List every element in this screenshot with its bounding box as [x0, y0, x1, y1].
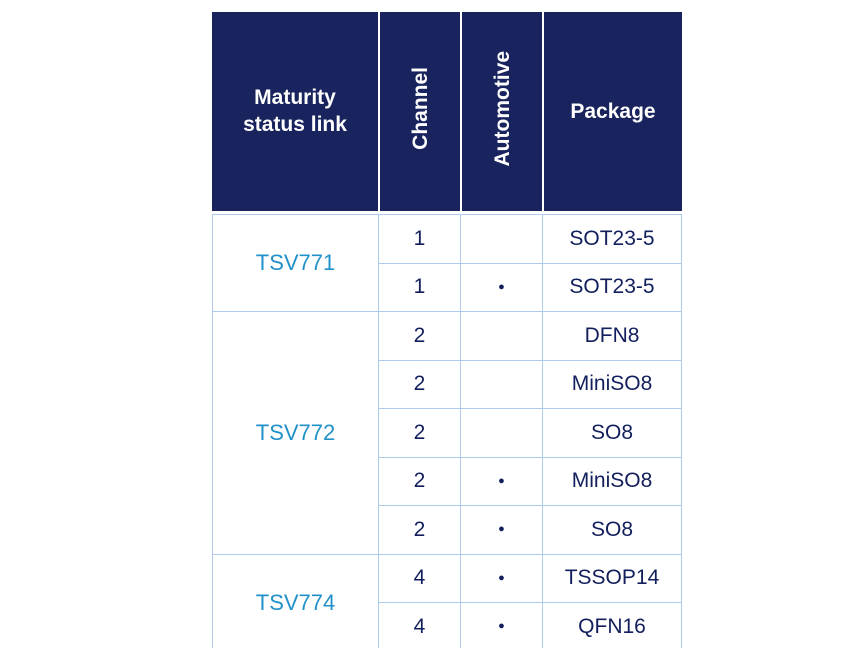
channel-cell: 1: [378, 214, 460, 263]
automotive-bullet-icon: ●: [460, 456, 542, 505]
product-cell-tsv774: TSV774: [212, 553, 378, 648]
package-cell: QFN16: [542, 602, 682, 648]
product-cell-tsv772: TSV772: [212, 311, 378, 554]
table-row: 1 ● SOT23-5: [212, 262, 682, 311]
channel-cell: 2: [378, 505, 460, 554]
table-row: 2 ● SO8: [212, 505, 682, 554]
channel-cell: 2: [378, 456, 460, 505]
automotive-bullet-icon: ●: [460, 553, 542, 602]
product-spec-table: Maturity status link Channel Automotive …: [212, 12, 682, 648]
channel-cell: 4: [378, 553, 460, 602]
table-row: TSV772 2 DFN8: [212, 311, 682, 554]
table-body: TSV771 1 SOT23-5 1 ● SOT23-5 TSV772 2 DF…: [212, 214, 682, 648]
package-cell: SOT23-5: [542, 262, 682, 311]
automotive-bullet-icon: ●: [460, 262, 542, 311]
table-row: 2 ● MiniSO8: [212, 456, 682, 505]
channel-cell: 2: [378, 408, 460, 457]
channel-cell: 1: [378, 262, 460, 311]
channel-cell: 2: [378, 359, 460, 408]
header-package-label: Package: [570, 99, 656, 123]
channel-cell: 2: [378, 311, 460, 360]
header-channel: Channel: [378, 12, 460, 214]
package-cell: DFN8: [542, 311, 682, 360]
table-row: 2 MiniSO8: [212, 359, 682, 408]
package-cell: MiniSO8: [542, 456, 682, 505]
package-cell: SO8: [542, 408, 682, 457]
channel-cell: 4: [378, 602, 460, 648]
package-cell: TSSOP14: [542, 553, 682, 602]
header-channel-label: Channel: [408, 67, 432, 150]
package-cell: SO8: [542, 505, 682, 554]
header-maturity-status-link: Maturity status link: [212, 12, 378, 214]
product-link-tsv774[interactable]: TSV774: [255, 589, 336, 615]
automotive-bullet-icon: ●: [460, 602, 542, 648]
product-link-tsv771[interactable]: TSV771: [255, 250, 336, 275]
automotive-cell: [460, 359, 542, 408]
header-automotive-label: Automotive: [490, 50, 514, 167]
header-package: Package: [542, 12, 682, 214]
table-row: TSV774 4 ● TSSOP14: [212, 553, 682, 648]
table-header: Maturity status link Channel Automotive …: [212, 12, 682, 214]
automotive-cell: [460, 214, 542, 263]
header-automotive: Automotive: [460, 12, 542, 214]
table-row: TSV771 1 SOT23-5: [212, 214, 682, 311]
automotive-cell: [460, 408, 542, 457]
package-cell: MiniSO8: [542, 359, 682, 408]
product-link-tsv772[interactable]: TSV772: [255, 419, 336, 445]
package-cell: SOT23-5: [542, 214, 682, 263]
automotive-cell: [460, 311, 542, 360]
header-maturity-label: Maturity status link: [243, 86, 347, 136]
table-row: 2 SO8: [212, 408, 682, 457]
automotive-bullet-icon: ●: [460, 505, 542, 554]
table-row: 4 ● QFN16: [212, 602, 682, 648]
product-cell-tsv771: TSV771: [212, 214, 378, 311]
